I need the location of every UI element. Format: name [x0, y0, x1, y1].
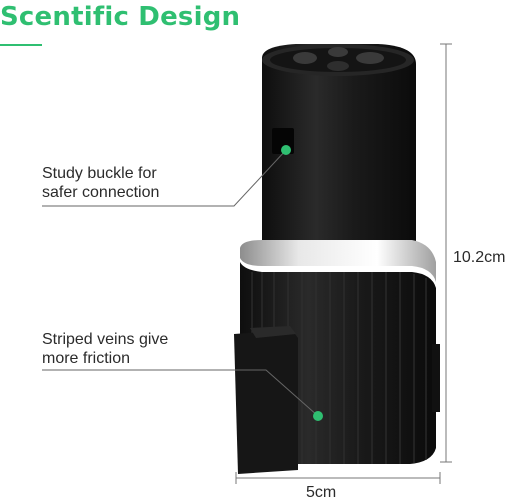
callout-line-veins [42, 369, 319, 417]
callout-label-line: safer connection [42, 184, 160, 201]
page-title: Scentific Design [0, 2, 241, 32]
callout-label-line: Study buckle for [42, 165, 157, 182]
height-dimension-line [440, 43, 452, 463]
height-label: 10.2cm [453, 249, 506, 266]
socket-hole [293, 52, 317, 64]
callout-label-line: Striped veins give [42, 331, 169, 348]
callout-label-veins: Striped veins give more friction [42, 330, 168, 368]
upper-body [262, 44, 416, 252]
title-underline [0, 44, 42, 46]
side-latch [234, 330, 298, 474]
socket-hole [328, 47, 348, 57]
width-dimension-line [235, 472, 441, 484]
callout-label-buckle: Study buckle for safer connection [42, 164, 159, 202]
callout-label-line: more friction [42, 350, 131, 367]
metal-ring [240, 240, 436, 282]
socket-hole [327, 61, 349, 71]
socket-hole [356, 52, 384, 64]
callout-dot-veins [313, 411, 323, 421]
callout-dot-buckle [281, 145, 291, 155]
ribbed-base [234, 262, 440, 474]
callout-line-buckle [42, 149, 287, 207]
width-label: 5cm [306, 484, 337, 501]
